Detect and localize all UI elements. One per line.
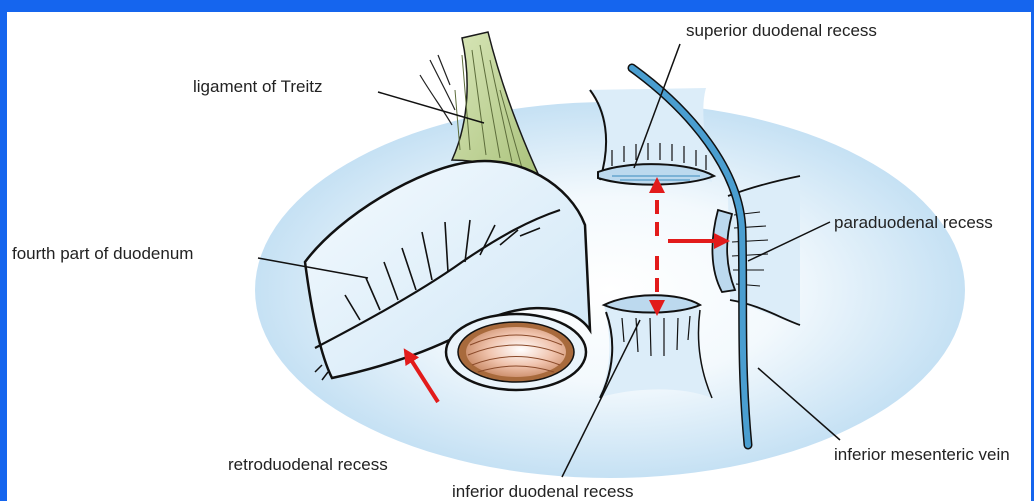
label-inferior-mesenteric-vein: inferior mesenteric vein bbox=[834, 445, 1010, 464]
label-retroduodenal-recess: retroduodenal recess bbox=[228, 455, 388, 474]
superior-duodenal-recess-illustration bbox=[588, 88, 714, 185]
inferior-duodenal-recess-illustration bbox=[598, 295, 712, 398]
label-inferior-duodenal-recess: inferior duodenal recess bbox=[452, 482, 633, 501]
label-superior-duodenal-recess: superior duodenal recess bbox=[686, 21, 877, 40]
label-paraduodenal-recess: paraduodenal recess bbox=[834, 213, 993, 232]
duodenum-lumen bbox=[446, 314, 586, 390]
label-fourth-part-of-duodenum: fourth part of duodenum bbox=[12, 244, 193, 263]
label-ligament-of-treitz: ligament of Treitz bbox=[193, 77, 322, 96]
